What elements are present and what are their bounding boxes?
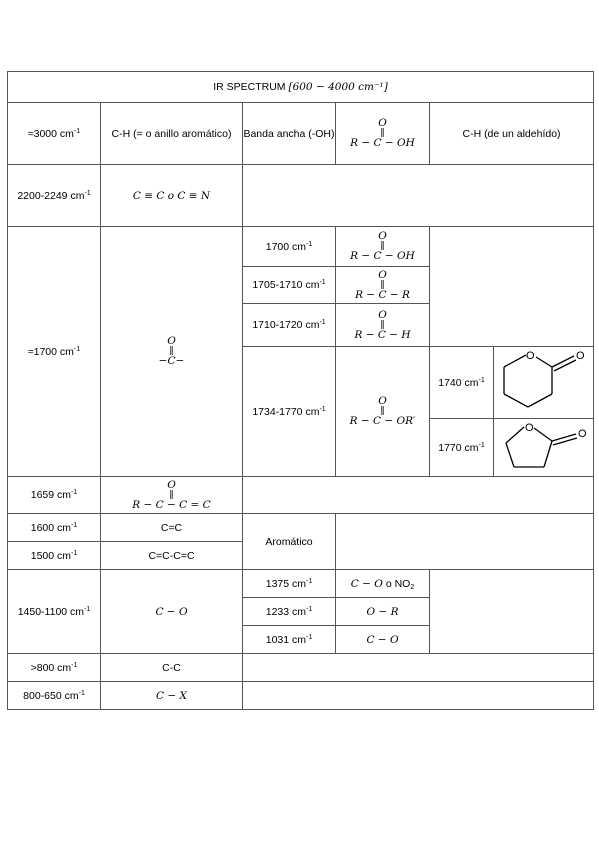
carbonyl-oxygen-label: O [578,428,587,440]
six-ring-lactone: O O [492,346,595,419]
wavenumber-1659: 1659 cm-1 [7,476,101,514]
wavenumber-1770: 1770 cm-1 [429,418,494,477]
c-o-formula-2: C − O [335,625,430,654]
carbonyl-oxygen-label: O [576,350,585,362]
title-range: [600 − 4000 cm⁻¹] [288,81,388,93]
empty-cell [428,226,595,347]
table-title: IR SPECTRUM [600 − 4000 cm⁻¹] [6,71,595,103]
c-x-formula: C − X [100,681,243,710]
wavenumber-3000: ≈3000 cm-1 [7,102,101,165]
empty-cell [241,476,595,514]
empty-cell [428,569,595,654]
empty-cell [334,513,595,570]
ring-oxygen-label: O [525,422,534,434]
wavenumber-1031: 1031 cm-1 [242,625,336,654]
wavenumber-1705: 1705-1710 cm-1 [242,266,336,304]
conjugated-diene-label: C=C-C=C [100,541,243,570]
c-c-label: C-C [100,653,243,682]
enone-formula: O‖R − C − C = C [100,476,243,514]
c-o-no2-formula: C − O o NO2 [335,569,430,598]
ring-oxygen-label: O [526,350,535,362]
five-ring-lactone: O O [492,418,595,477]
ketone-formula: O‖R − C − R [335,266,430,304]
acid-formula: O‖R − C − OH [335,226,430,267]
c-o-formula: C − O [100,569,243,654]
triple-bond-formula: C ≡ C o C ≡ N [100,164,243,227]
alkene-label: C=C [100,513,243,542]
aldehyde-formula: O‖R − C − H [335,303,430,347]
wavenumber-1500: 1500 cm-1 [7,541,101,570]
empty-cell [241,681,595,710]
broad-band-oh-label: Banda ancha (-OH) [242,102,336,165]
wavenumber-1740: 1740 cm-1 [429,346,494,419]
wavenumber-1600: 1600 cm-1 [7,513,101,542]
wavenumber-1375: 1375 cm-1 [242,569,336,598]
wavenumber-1710: 1710-1720 cm-1 [242,303,336,347]
aldehyde-ch-label: C-H (de un aldehído) [428,102,595,165]
wavenumber-1700: ≈1700 cm-1 [7,226,101,477]
wavenumber-1450: 1450-1100 cm-1 [7,569,101,654]
ester-formula: O‖R − C − OR′ [335,346,430,477]
carbonyl-formula: O‖−C− [100,226,243,477]
empty-cell [241,164,595,227]
title-prefix: IR SPECTRUM [213,81,286,93]
carboxylic-acid-formula: O‖R − C − OH [335,102,430,165]
ether-formula: O − R [335,597,430,626]
wavenumber-1233: 1233 cm-1 [242,597,336,626]
wavenumber-1700-acid: 1700 cm-1 [242,226,336,267]
aromatic-label: Aromático [242,513,336,570]
wavenumber-800: >800 cm-1 [7,653,101,682]
wavenumber-1734: 1734-1770 cm-1 [242,346,336,477]
ir-spectrum-table: IR SPECTRUM [600 − 4000 cm⁻¹] ≈3000 cm-1… [6,71,595,710]
wavenumber-2200: 2200-2249 cm-1 [7,164,101,227]
wavenumber-650: 800-650 cm-1 [7,681,101,710]
empty-cell [241,653,595,682]
delta-lactone-structure: O O [502,350,585,408]
ch-aromatic-label: C-H (= o anillo aromático) [100,102,243,165]
gamma-lactone-structure: O O [504,422,587,468]
